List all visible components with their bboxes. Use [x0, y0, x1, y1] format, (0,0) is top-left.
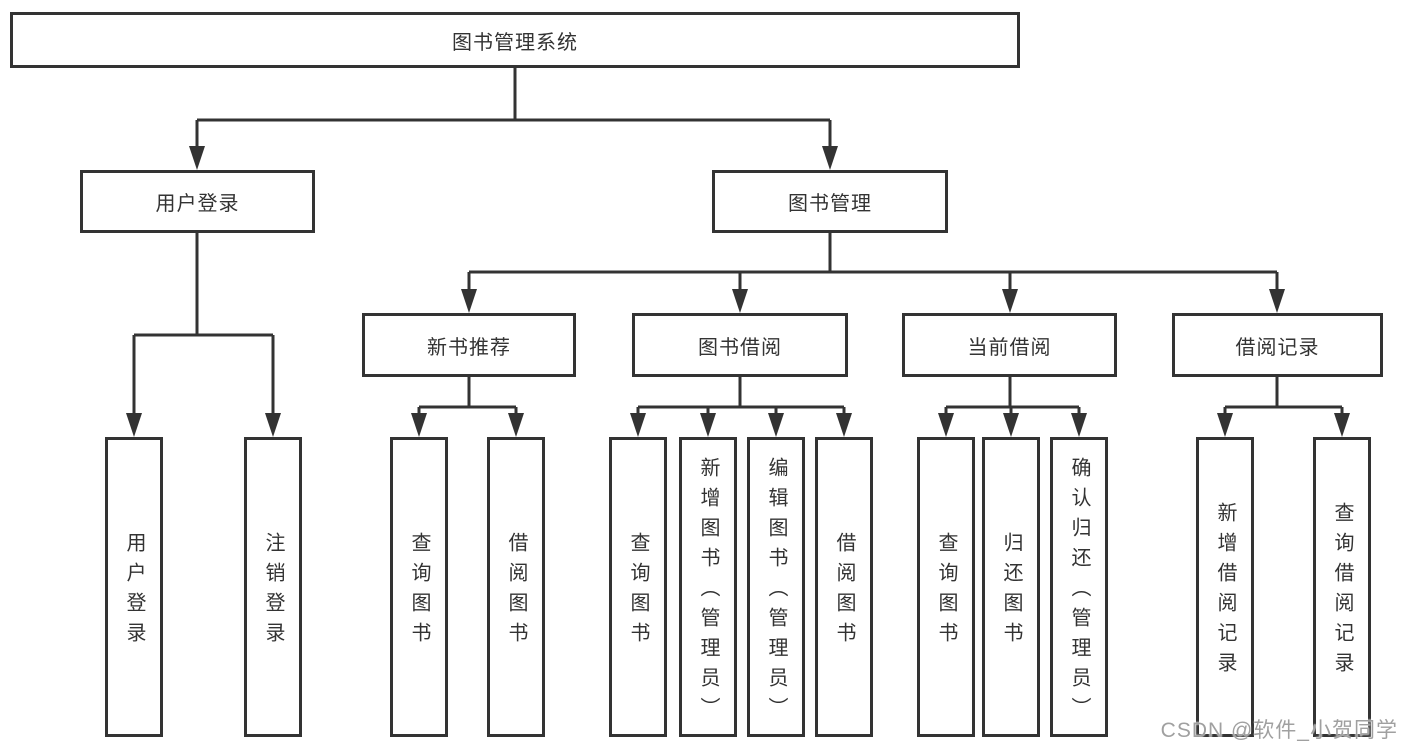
node-label: 查询图书 — [627, 532, 649, 652]
node-leaf-query-books-recommend: 查询图书 — [390, 437, 448, 737]
node-leaf-user-login: 用户登录 — [105, 437, 163, 737]
connector-stems — [132, 68, 1344, 415]
node-borrow-record: 借阅记录 — [1172, 313, 1383, 377]
arrowheads — [126, 146, 1350, 437]
node-book-borrow: 图书借阅 — [632, 313, 848, 377]
node-label: 查询图书 — [408, 532, 430, 652]
node-label: 归还图书 — [1000, 532, 1022, 652]
node-leaf-query-borrow-record: 查询借阅记录 — [1313, 437, 1371, 737]
node-label: 注销登录 — [262, 532, 284, 652]
node-leaf-confirm-return-admin: 确认归还（管理员） — [1050, 437, 1108, 737]
node-leaf-add-books-admin: 新增图书（管理员） — [679, 437, 737, 737]
node-user-login: 用户登录 — [80, 170, 315, 233]
node-label: 借阅图书 — [833, 532, 855, 652]
node-leaf-borrow-books-recommend: 借阅图书 — [487, 437, 545, 737]
node-leaf-query-books-borrow: 查询图书 — [609, 437, 667, 737]
node-leaf-borrow-books: 借阅图书 — [815, 437, 873, 737]
node-new-book-recommend: 新书推荐 — [362, 313, 576, 377]
node-label: 新增借阅记录 — [1214, 502, 1236, 682]
node-leaf-return-books: 归还图书 — [982, 437, 1040, 737]
node-leaf-query-books-current: 查询图书 — [917, 437, 975, 737]
node-label: 确认归还（管理员） — [1068, 457, 1090, 727]
node-leaf-add-borrow-record: 新增借阅记录 — [1196, 437, 1254, 737]
node-label: 查询借阅记录 — [1331, 502, 1353, 682]
node-current-borrow: 当前借阅 — [902, 313, 1117, 377]
node-label: 用户登录 — [123, 532, 145, 652]
node-label: 查询图书 — [935, 532, 957, 652]
node-root-library-system: 图书管理系统 — [10, 12, 1020, 68]
node-leaf-logout: 注销登录 — [244, 437, 302, 737]
node-book-management: 图书管理 — [712, 170, 948, 233]
node-label: 编辑图书（管理员） — [765, 457, 787, 727]
node-label: 新增图书（管理员） — [697, 457, 719, 727]
node-leaf-edit-books-admin: 编辑图书（管理员） — [747, 437, 805, 737]
csdn-watermark: CSDN @软件_小贺同学 — [1160, 719, 1398, 742]
node-label: 借阅图书 — [505, 532, 527, 652]
